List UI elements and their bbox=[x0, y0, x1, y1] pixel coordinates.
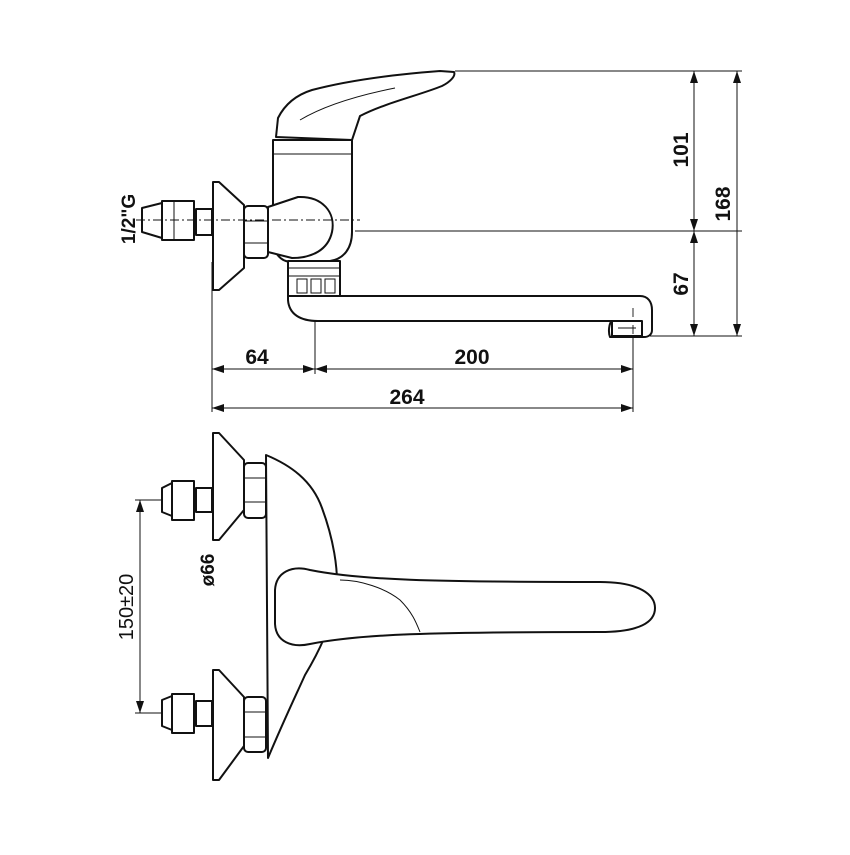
top-view: 150±20 ø66 bbox=[116, 432, 656, 781]
side-flange bbox=[212, 181, 245, 291]
side-inlet-connector bbox=[141, 200, 213, 241]
dim-label-150: 150±20 bbox=[116, 574, 138, 641]
dim-label-101: 101 bbox=[670, 132, 693, 167]
dim-label-diameter: ø66 bbox=[198, 554, 219, 587]
side-horizontal-dimensions bbox=[212, 365, 633, 412]
side-body-connector bbox=[267, 195, 334, 259]
dim-label-200: 200 bbox=[454, 346, 489, 369]
dim-label-67: 67 bbox=[670, 272, 693, 295]
side-spout-collar bbox=[287, 260, 341, 297]
top-lower-inlet bbox=[161, 669, 267, 781]
side-vertical-dimensions bbox=[690, 71, 741, 336]
dim-label-264: 264 bbox=[389, 386, 424, 409]
top-spacing-dimension bbox=[135, 499, 162, 714]
dim-label-64: 64 bbox=[245, 346, 269, 369]
side-view: 101 168 67 1/2"G 64 200 264 bbox=[119, 70, 742, 412]
side-spout bbox=[287, 295, 653, 338]
side-hex-nut bbox=[243, 205, 269, 259]
top-upper-inlet bbox=[161, 432, 267, 541]
top-lever-handle bbox=[274, 567, 656, 647]
dim-label-168: 168 bbox=[712, 186, 735, 221]
side-lever-handle bbox=[275, 70, 456, 141]
thread-label: 1/2"G bbox=[119, 194, 140, 244]
